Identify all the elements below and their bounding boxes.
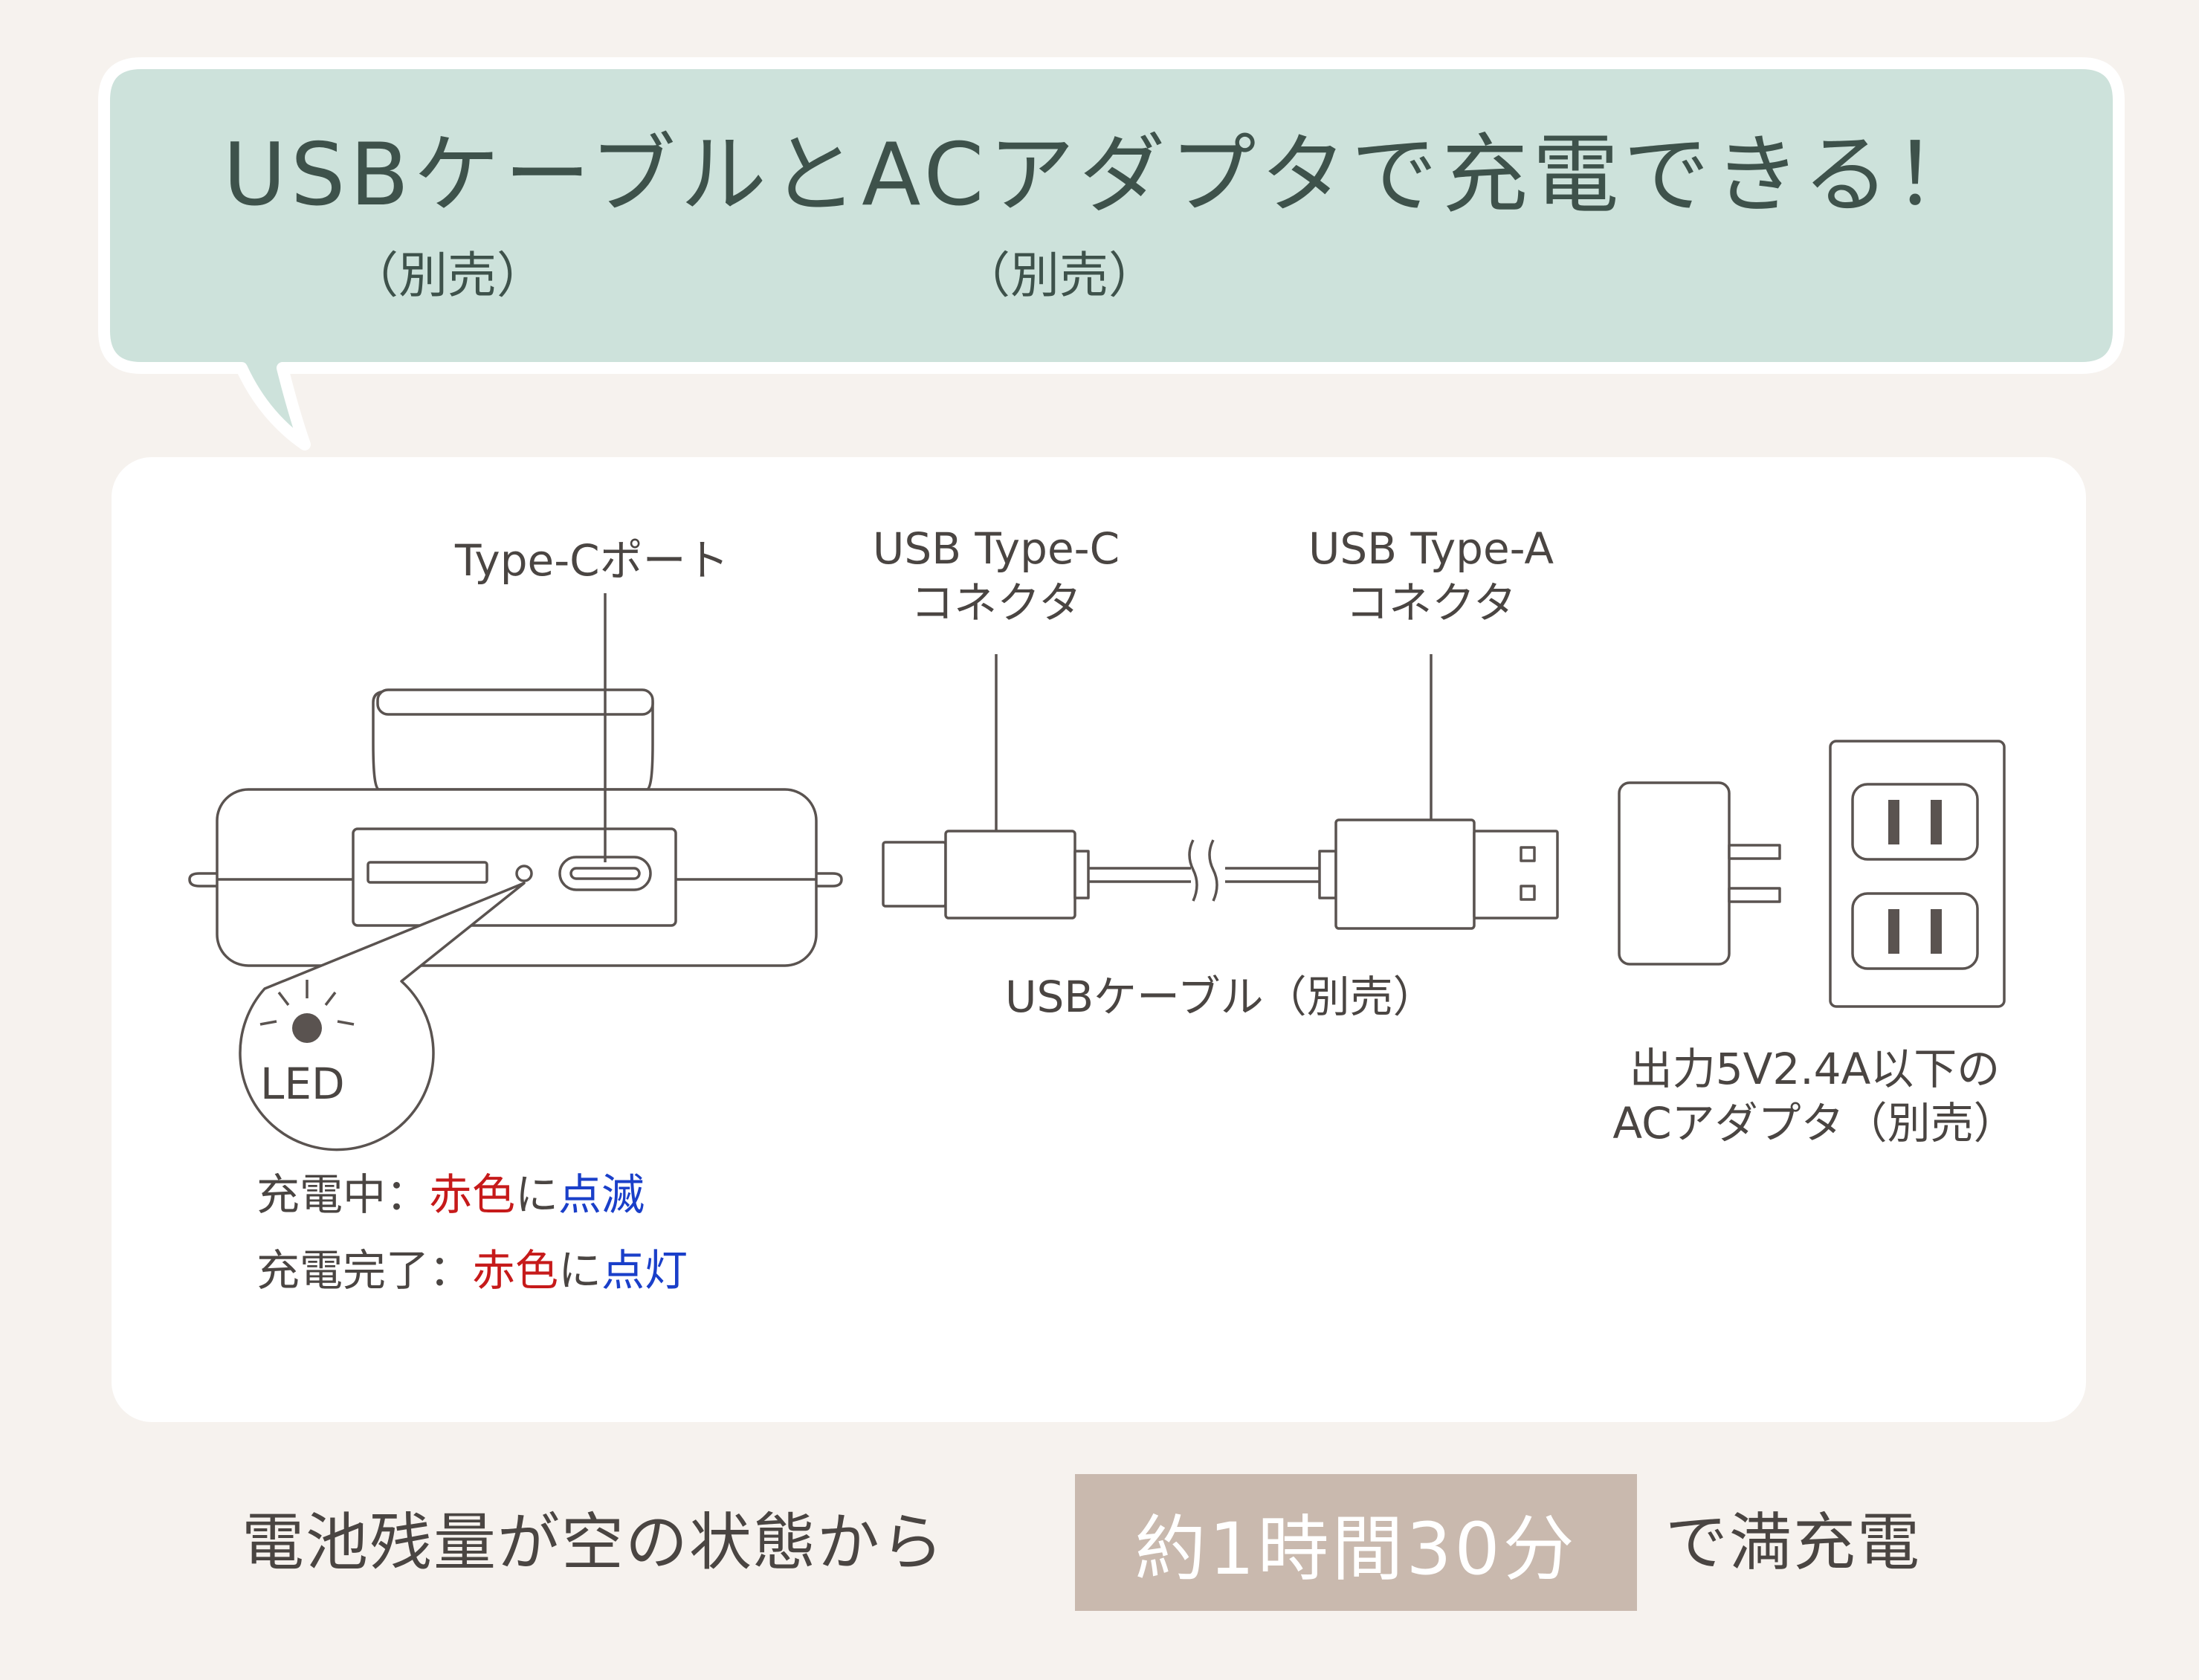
label-usb-cable: USBケーブル（別売） <box>1005 972 1436 1022</box>
label-usb-type-a-line1: USB Type-A <box>1308 523 1554 574</box>
status-complete: 充電完了：赤色に点灯 <box>256 1249 688 1292</box>
charge-time-value: 約1時間30分 <box>1134 1507 1578 1591</box>
ac-adapter-icon <box>1618 781 1781 966</box>
status-complete-particle: に <box>558 1245 602 1296</box>
charge-time-badge: 約1時間30分 <box>1075 1474 1637 1611</box>
label-usb-type-a-line2: コネクタ <box>1346 577 1517 628</box>
label-ac-adapter-line1: 出力5V2.4A以下の <box>1629 1044 2001 1094</box>
status-charging: 充電中：赤色に点滅 <box>256 1173 645 1216</box>
status-charging-color: 赤色 <box>429 1169 516 1220</box>
label-led: LED <box>260 1059 345 1109</box>
status-complete-state: 点灯 <box>601 1245 688 1296</box>
usb-cable-icon <box>882 818 1559 930</box>
status-complete-label: 充電完了： <box>256 1245 473 1296</box>
label-usb-type-c-connector: USB Type-C コネクタ <box>856 522 1136 630</box>
footer-prefix: 電池残量が空の状態から <box>242 1506 946 1579</box>
wall-outlet-icon <box>1829 740 2006 1008</box>
status-charging-state: 点滅 <box>558 1169 645 1220</box>
label-ac-adapter: 出力5V2.4A以下の ACアダプタ（別売） <box>1603 1042 2027 1150</box>
speech-bubble <box>98 57 2125 450</box>
status-complete-color: 赤色 <box>472 1245 559 1296</box>
status-charging-label: 充電中： <box>256 1169 430 1220</box>
adapter-sold-separately-note: （別売） <box>961 247 1157 304</box>
footer-suffix: で満充電 <box>1665 1506 1922 1579</box>
led-callout <box>239 882 526 1151</box>
headline-title: USBケーブルとACアダプタで充電できる！ <box>223 125 1985 225</box>
label-usb-type-c-line2: コネクタ <box>911 577 1082 628</box>
cable-sold-separately-note: （別売） <box>349 247 546 304</box>
label-usb-type-a-connector: USB Type-A コネクタ <box>1291 522 1571 630</box>
label-usb-type-c-line1: USB Type-C <box>872 523 1120 574</box>
led-dot-icon <box>292 1013 322 1043</box>
label-type-c-port: Type-Cポート <box>455 535 729 586</box>
status-charging-particle: に <box>515 1169 559 1220</box>
power-bank-icon <box>188 688 843 967</box>
label-ac-adapter-line2: ACアダプタ（別売） <box>1612 1097 2017 1148</box>
